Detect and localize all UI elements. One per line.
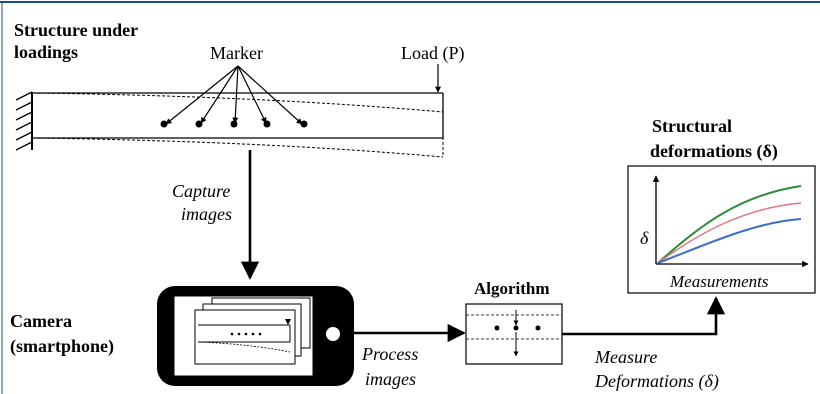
- structure-title-line1: Structure under: [14, 20, 138, 40]
- algorithm-title: Algorithm: [474, 279, 550, 298]
- plot-curves: [657, 185, 802, 264]
- plot-title-line2: deformations (δ): [650, 141, 778, 162]
- plot-y-label: δ: [640, 228, 649, 248]
- curve-green: [657, 185, 802, 264]
- marker-dot-icon: [195, 120, 203, 128]
- plot-frame: [627, 165, 816, 294]
- plot-title-line1: Structural: [652, 116, 732, 136]
- measure-label-line2: Deformations (δ): [594, 371, 719, 392]
- curve-blue: [657, 218, 802, 264]
- beam: [32, 92, 444, 139]
- load-label: Load (P): [401, 43, 464, 64]
- marker-label: Marker: [210, 43, 263, 63]
- marker-dot-icon: [160, 120, 168, 128]
- measure-label-line1: Measure: [594, 347, 657, 367]
- marker-dots: [160, 120, 308, 128]
- algorithm-box: [465, 303, 563, 365]
- fixed-support-icon: [15, 91, 33, 151]
- deflected-beam: [31, 92, 444, 158]
- marker-dot-icon: [300, 120, 308, 128]
- measure-arrow: [562, 296, 726, 336]
- marker-arrows: [165, 65, 303, 125]
- structure-title-line2: loadings: [14, 42, 78, 62]
- curve-red: [657, 202, 802, 264]
- camera-label-line1: Camera: [10, 311, 72, 331]
- capture-label-line2: images: [181, 204, 232, 224]
- capture-label-line1: Capture: [172, 181, 230, 201]
- process-label-line2: images: [365, 369, 416, 389]
- process-label-line1: Process: [361, 344, 418, 364]
- marker-dot-icon: [263, 120, 271, 128]
- smartphone-icon: [157, 286, 354, 386]
- plot-x-label: Measurements: [669, 272, 769, 291]
- camera-label-line2: (smartphone): [10, 336, 114, 357]
- marker-dot-icon: [230, 120, 238, 128]
- mini-beam: [197, 319, 291, 353]
